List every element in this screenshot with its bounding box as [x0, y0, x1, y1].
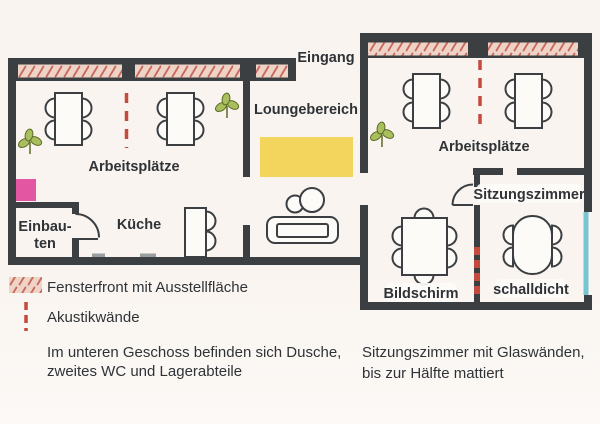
- lounge-label: Loungebereich: [254, 102, 358, 118]
- window-strip: [256, 64, 288, 78]
- left-building-walls: [8, 58, 368, 265]
- builtins-label-line1: Einbau-: [18, 219, 71, 235]
- wall: [474, 175, 480, 187]
- window-strip: [135, 64, 240, 78]
- plant-icon: [368, 120, 396, 148]
- window-hatch-swatch: [9, 277, 42, 293]
- wall: [243, 225, 250, 257]
- lounge-furniture: [260, 137, 353, 244]
- wall: [473, 168, 503, 175]
- right-building-walls: [360, 33, 592, 310]
- meeting-room-furniture: [391, 207, 563, 286]
- note-left-line2: zweites WC und Lagerabteile: [47, 363, 242, 380]
- wall: [360, 302, 592, 310]
- meeting-table: [401, 217, 448, 276]
- legend-item-label: Akustikwände: [47, 309, 140, 326]
- wall-fixture: [92, 253, 105, 257]
- workspace-left-furniture: [44, 92, 205, 148]
- soundproof-label: schalldicht: [493, 282, 569, 298]
- desk-table: [166, 92, 195, 146]
- wall: [360, 205, 368, 310]
- workspaces-right-label: Arbeitsplätze: [438, 139, 529, 155]
- wall: [72, 202, 79, 214]
- wall-fixture: [140, 253, 156, 257]
- door-arc: [451, 183, 474, 206]
- glass-wall-line: [583, 212, 589, 295]
- wall: [8, 257, 368, 265]
- legend: Fensterfront mit Ausstellfläche Akustikw…: [9, 277, 248, 331]
- wall: [584, 33, 592, 212]
- label-halo: [496, 279, 566, 298]
- sofa-seat: [276, 223, 329, 238]
- coffee-table: [299, 187, 325, 213]
- wall: [8, 58, 16, 265]
- plant-icon: [213, 91, 241, 119]
- notes: Im unteren Geschoss befinden sich Dusche…: [47, 344, 585, 382]
- meeting-room-label: Sitzungszimmer: [473, 187, 585, 203]
- label-halo: [477, 184, 581, 203]
- wall: [243, 78, 250, 177]
- desk-table: [412, 73, 441, 129]
- note-left-line1: Im unteren Geschoss befinden sich Dusche…: [47, 344, 341, 361]
- desk-table: [514, 73, 543, 129]
- kitchen-table: [184, 207, 207, 258]
- meeting-table: [512, 215, 553, 275]
- note-right-line2: bis zur Hälfte mattiert: [362, 365, 505, 382]
- window-strip: [18, 64, 122, 78]
- pink-shelf: [16, 179, 36, 201]
- legend-item-label: Fensterfront mit Ausstellfläche: [47, 279, 248, 296]
- workspace-right-furniture: [402, 60, 553, 129]
- lounge-rug: [260, 137, 353, 177]
- window-strip: [368, 42, 468, 56]
- wall: [517, 168, 584, 175]
- door-arc: [75, 213, 100, 238]
- builtins-label-line2: ten: [34, 236, 56, 252]
- plant-icon: [16, 127, 44, 155]
- desk-table: [54, 92, 83, 146]
- window-strip: [488, 42, 578, 56]
- wall: [8, 202, 79, 208]
- entrance-label: Eingang: [297, 50, 354, 66]
- wall: [72, 238, 79, 257]
- note-right-line1: Sitzungszimmer mit Glaswänden,: [362, 344, 585, 361]
- kitchen-furniture: [184, 207, 217, 258]
- kitchen-label: Küche: [117, 217, 161, 233]
- workspaces-left-label: Arbeitsplätze: [88, 159, 179, 175]
- label-halo: [386, 283, 456, 302]
- wall: [360, 33, 368, 173]
- screen-label: Bildschirm: [384, 286, 459, 302]
